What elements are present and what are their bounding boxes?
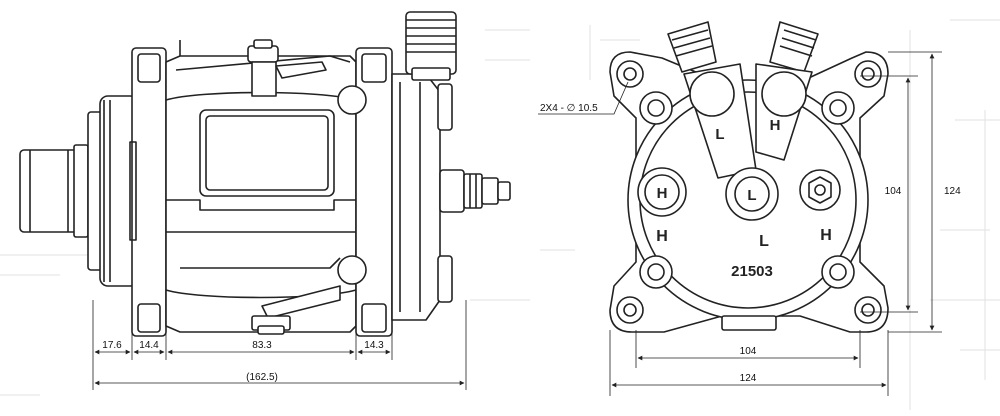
dim-83-3: 83.3	[252, 340, 272, 351]
label-right-port: H	[820, 227, 832, 244]
side-valve-fitting	[439, 169, 511, 213]
label-upper-left-port: L	[715, 126, 724, 143]
dim-outer-width: 124	[740, 373, 757, 384]
top-boss	[247, 39, 327, 97]
dim-inner-height: 104	[885, 186, 902, 197]
front-flange	[129, 47, 167, 337]
upper-port-fittings	[667, 21, 819, 179]
label-left-port: H	[656, 228, 668, 245]
front-view-dimensions	[538, 51, 942, 396]
front-view-dimension-labels: 104 124 104 124	[740, 186, 961, 384]
service-caps	[637, 167, 841, 221]
dim-overall-length: (162.5)	[246, 372, 278, 383]
label-center-port: L	[759, 233, 769, 250]
compressor-side-view	[19, 11, 511, 337]
label-upper-right-port: H	[770, 117, 781, 134]
clutch-hub	[19, 144, 89, 238]
head-bolts	[639, 91, 855, 289]
model-number: 21503	[731, 263, 773, 280]
dim-14-3: 14.3	[364, 340, 384, 351]
front-view-labels: L H H L H L H 21503 2X4 - ∅ 10.5	[540, 103, 832, 280]
label-left-cap: H	[657, 185, 668, 202]
mounting-holes	[616, 60, 882, 324]
dim-outer-height: 124	[944, 186, 961, 197]
hole-callout: 2X4 - ∅ 10.5	[540, 103, 598, 114]
label-center-cap: L	[747, 187, 756, 204]
dim-17-6: 17.6	[102, 340, 122, 351]
bottom-boss-front	[721, 315, 777, 331]
side-view-dimensions	[92, 290, 467, 390]
bottom-boss	[251, 315, 291, 335]
dim-inner-width: 104	[740, 346, 757, 357]
side-view-dimension-labels: 17.6 14.4 83.3 14.3 (162.5)	[102, 340, 384, 383]
compressor-front-view	[609, 21, 889, 333]
rear-flange	[337, 47, 393, 337]
top-fitting	[405, 11, 457, 81]
rear-head	[391, 73, 453, 321]
dim-14-4: 14.4	[139, 340, 159, 351]
